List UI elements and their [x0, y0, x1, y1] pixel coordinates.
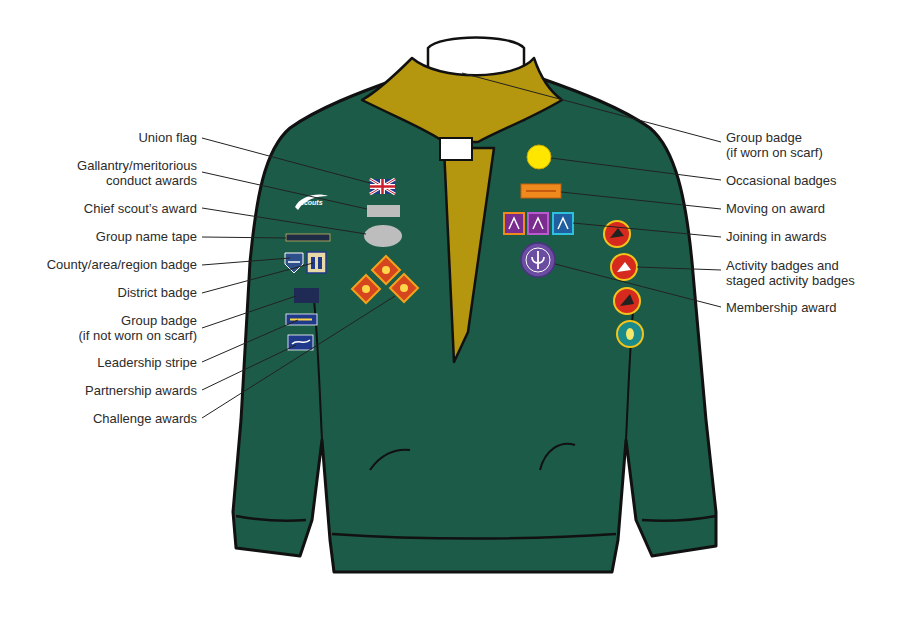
leader-lines — [202, 73, 721, 418]
leader-lines — [551, 158, 721, 180]
partnership-award — [288, 335, 313, 350]
membership-award — [532, 251, 544, 269]
joining-in-awards — [553, 213, 573, 234]
scarf — [440, 138, 472, 160]
challenge-awards — [352, 275, 380, 303]
callout-label: Union flag — [138, 130, 197, 145]
group-name-tape — [286, 234, 330, 241]
joining-in-awards — [504, 213, 573, 234]
joining-in-awards — [509, 218, 568, 229]
callout-label: Moving on award — [726, 201, 825, 216]
leader-lines — [561, 192, 721, 209]
callout-label: Partnership awards — [85, 383, 197, 398]
leader-lines — [202, 296, 395, 418]
activity-badges — [604, 221, 643, 347]
gallantry-award — [367, 205, 400, 217]
callout-label: County/area/region badge — [47, 257, 197, 272]
leader-lines — [202, 208, 366, 234]
chief-scouts-award — [364, 225, 402, 247]
jumper — [233, 78, 716, 572]
challenge-awards — [362, 285, 370, 293]
group-badge-sleeve — [294, 288, 319, 303]
logo-text: scouts — [300, 199, 323, 207]
joining-in-awards — [504, 213, 524, 234]
moving-on-award — [526, 190, 556, 192]
occasional-badge — [527, 145, 551, 169]
challenge-awards — [390, 274, 418, 302]
leader-lines — [202, 258, 290, 265]
leader-lines — [637, 267, 721, 270]
membership-award — [526, 248, 550, 272]
membership-award — [521, 243, 555, 277]
callout-label: Membership award — [726, 300, 837, 315]
callout-label: Occasional badges — [726, 173, 837, 188]
jumper — [540, 444, 575, 470]
activity-badges — [617, 262, 631, 272]
union-flag — [370, 179, 395, 194]
leader-lines — [573, 223, 721, 237]
callout-label: Group name tape — [96, 229, 197, 244]
callout-label: Activity badges and staged activity badg… — [726, 258, 855, 288]
challenge-awards — [352, 256, 418, 303]
leader-lines — [202, 172, 367, 209]
scarf — [444, 148, 494, 362]
activity-badges — [611, 254, 637, 280]
jumper — [332, 534, 616, 539]
leader-lines — [202, 296, 296, 328]
callout-label: Challenge awards — [93, 411, 197, 426]
jumper — [370, 450, 410, 470]
union-flag — [370, 179, 395, 194]
scarf — [362, 58, 562, 362]
district-badge — [307, 252, 326, 273]
union-flag — [370, 179, 395, 194]
callout-label: Joining in awards — [726, 229, 826, 244]
activity-badges — [604, 221, 630, 247]
district-badge — [318, 257, 322, 269]
jumper — [236, 516, 306, 521]
activity-badges — [610, 228, 624, 238]
county-badge — [288, 261, 300, 263]
callout-label: Chief scout’s award — [84, 201, 197, 216]
challenge-awards — [400, 284, 408, 292]
activity-badges — [620, 294, 634, 306]
leader-lines — [202, 263, 313, 293]
leader-lines — [555, 264, 721, 307]
callout-label: Group badge (if not worn on scarf) — [79, 313, 198, 343]
activity-badges — [617, 321, 643, 347]
jumper — [642, 516, 716, 521]
district-badge — [307, 252, 326, 273]
callout-label: District badge — [118, 285, 197, 300]
activity-badges — [626, 328, 634, 340]
callout-label: Group badge (if worn on scarf) — [726, 130, 823, 160]
jumper — [233, 78, 716, 572]
moving-on-award — [521, 184, 561, 198]
callout-label: Leadership stripe — [97, 355, 197, 370]
leader-lines — [462, 73, 721, 142]
leader-lines — [202, 237, 286, 238]
joining-in-awards — [528, 213, 548, 234]
scarf — [362, 58, 562, 142]
challenge-awards — [372, 256, 400, 284]
leader-lines — [202, 138, 370, 183]
partnership-award — [292, 340, 310, 344]
callout-label: Gallantry/meritorious conduct awards — [77, 158, 197, 188]
challenge-awards — [382, 266, 390, 274]
membership-award — [521, 243, 555, 277]
moving-on-award — [521, 184, 561, 198]
union-flag — [370, 179, 395, 194]
partnership-award — [288, 335, 313, 350]
leadership-stripe — [290, 319, 312, 321]
union-flag — [370, 179, 395, 194]
union-flag — [370, 179, 395, 194]
activity-badges — [614, 288, 640, 314]
leader-lines — [202, 320, 298, 362]
